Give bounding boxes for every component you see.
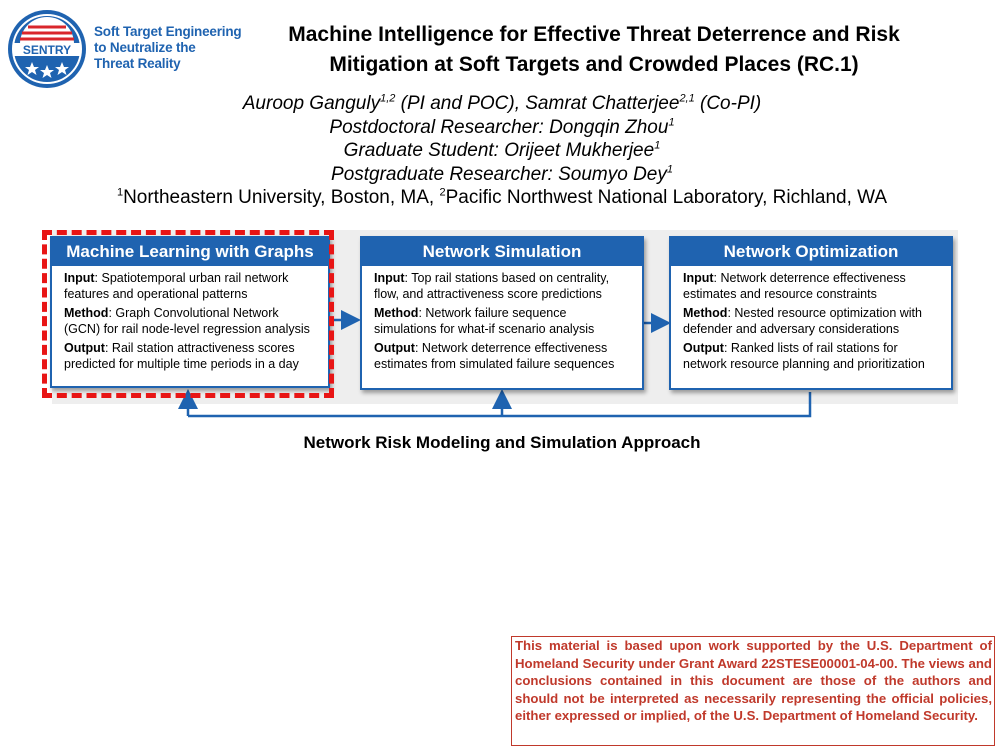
logo-line-3: Threat Reality (94, 56, 181, 71)
input-label: Input (374, 271, 405, 285)
copi-role: (Co-PI) (694, 93, 762, 114)
network-simulation-box: Network Simulation Input: Top rail stati… (360, 236, 644, 390)
grad-line: Graduate Student: Orijeet Mukherjee1 (0, 139, 1004, 163)
page-title: Machine Intelligence for Effective Threa… (258, 20, 930, 80)
input-text: : Spatiotemporal urban rail network feat… (64, 271, 289, 301)
title-line-1: Machine Intelligence for Effective Threa… (288, 23, 900, 46)
box-title: Machine Learning with Graphs (52, 238, 328, 266)
logo-tagline: Soft Target Engineering to Neutralize th… (94, 24, 244, 72)
logo-line-2: to Neutralize the (94, 40, 196, 55)
aff2-sup: 2 (439, 186, 446, 199)
input-label: Input (683, 271, 714, 285)
box-input: Input: Network deterrence effectiveness … (683, 271, 941, 302)
logo-badge-text: SENTRY (23, 43, 71, 57)
input-label: Input (64, 271, 95, 285)
pi-line: Auroop Ganguly1,2 (PI and POC), Samrat C… (0, 92, 1004, 116)
grad-text: Graduate Student: Orijeet Mukherjee (343, 140, 655, 161)
box-input: Input: Spatiotemporal urban rail network… (64, 271, 318, 302)
grad-sup: 1 (654, 139, 661, 152)
funding-disclaimer: This material is based upon work support… (511, 636, 995, 746)
box-method: Method: Nested resource optimization wit… (683, 306, 941, 337)
box-title: Network Optimization (671, 238, 951, 266)
postdoc-line: Postdoctoral Researcher: Dongqin Zhou1 (0, 116, 1004, 140)
pi-role: (PI and POC), (395, 93, 526, 114)
logo-line-1: Soft Target Engineering (94, 24, 242, 39)
workflow-diagram: Machine Learning with Graphs Input: Spat… (42, 228, 962, 428)
postgrad-text: Postgraduate Researcher: Soumyo Dey (331, 163, 667, 185)
box-body: Input: Top rail stations based on centra… (362, 266, 642, 372)
title-line-2: Mitigation at Soft Targets and Crowded P… (329, 53, 859, 76)
pi-name: Auroop Ganguly (242, 93, 381, 114)
postdoc-sup: 1 (668, 116, 675, 129)
input-text: : Top rail stations based on centrality,… (374, 271, 610, 301)
aff1-sup: 1 (116, 186, 124, 199)
box-method: Method: Graph Convolutional Network (GCN… (64, 306, 318, 337)
postgrad-line: Postgraduate Researcher: Soumyo Dey1 (0, 163, 1004, 187)
box-output: Output: Network deterrence effectiveness… (374, 341, 632, 372)
method-label: Method (374, 306, 419, 320)
input-text: : Network deterrence effectiveness estim… (683, 271, 906, 301)
box-title: Network Simulation (362, 238, 642, 266)
box-output: Output: Rail station attractiveness scor… (64, 341, 318, 372)
aff2-text: Pacific Northwest National Laboratory, R… (445, 187, 888, 208)
method-text: : Network failure sequence simulations f… (374, 306, 595, 336)
copi-affil-sup: 2,1 (679, 92, 695, 105)
stars-icon (25, 62, 69, 78)
method-label: Method (683, 306, 728, 320)
network-optimization-box: Network Optimization Input: Network dete… (669, 236, 953, 390)
output-text: : Network deterrence effectiveness estim… (374, 341, 615, 371)
author-block: Auroop Ganguly1,2 (PI and POC), Samrat C… (0, 92, 1004, 210)
feedback-line (188, 392, 812, 418)
copi-name: Samrat Chatterjee (525, 93, 680, 114)
box-output: Output: Ranked lists of rail stations fo… (683, 341, 941, 372)
method-text: : Nested resource optimization with defe… (683, 306, 922, 336)
output-label: Output (64, 341, 105, 355)
box-body: Input: Network deterrence effectiveness … (671, 266, 951, 372)
output-text: : Rail station attractiveness scores pre… (64, 341, 299, 371)
box-input: Input: Top rail stations based on centra… (374, 271, 632, 302)
method-label: Method (64, 306, 109, 320)
highlight-dashed-border (42, 230, 334, 398)
aff1-text: Northeastern University, Boston, MA, (123, 187, 440, 208)
postdoc-text: Postdoctoral Researcher: Dongqin Zhou (329, 116, 669, 138)
box-method: Method: Network failure sequence simulat… (374, 306, 632, 337)
output-text: : Ranked lists of rail stations for netw… (683, 341, 925, 371)
sentry-logo: SENTRY (8, 10, 86, 88)
postgrad-sup: 1 (666, 163, 673, 176)
affiliation-line: 1Northeastern University, Boston, MA, 2P… (0, 186, 1004, 210)
pi-affil-sup: 1,2 (380, 92, 396, 105)
output-label: Output (374, 341, 415, 355)
box-body: Input: Spatiotemporal urban rail network… (52, 266, 328, 372)
diagram-caption: Network Risk Modeling and Simulation App… (303, 433, 701, 452)
method-text: : Graph Convolutional Network (GCN) for … (64, 306, 310, 336)
output-label: Output (683, 341, 724, 355)
